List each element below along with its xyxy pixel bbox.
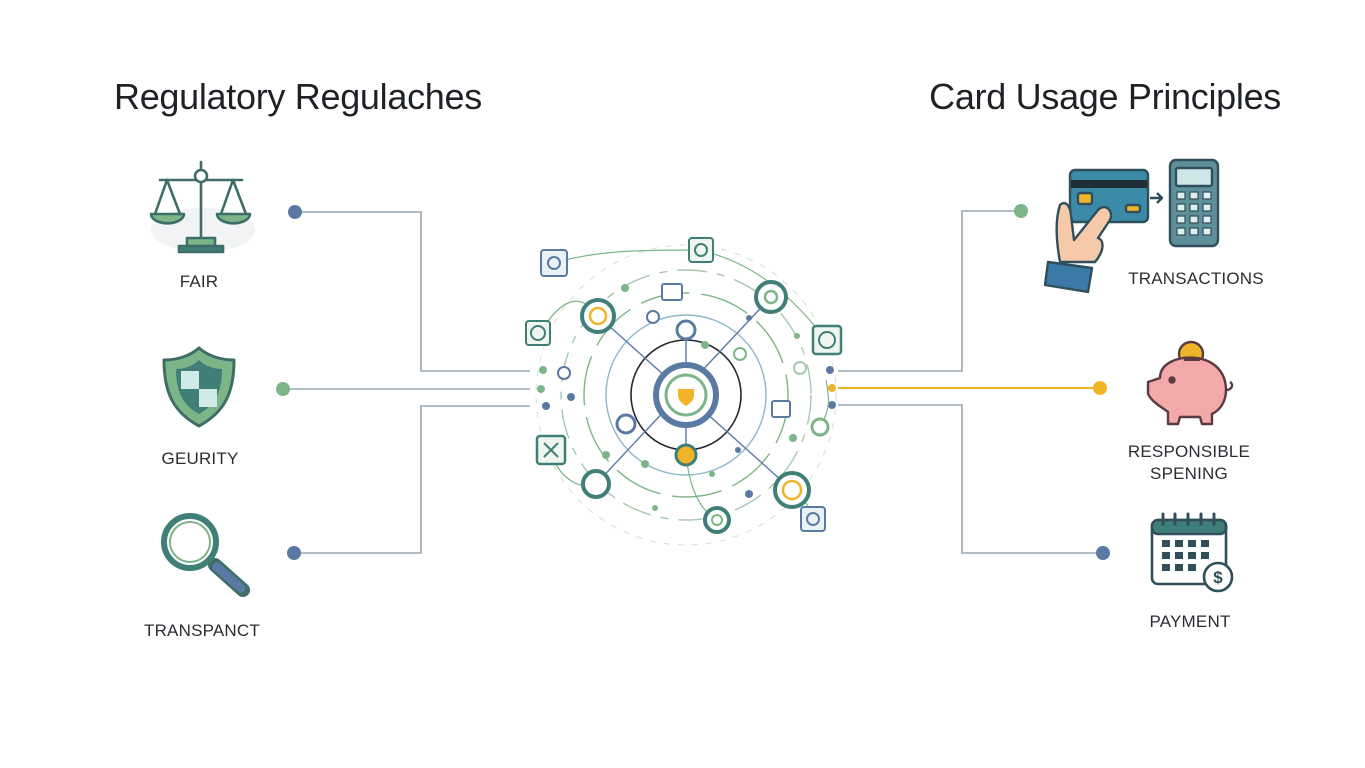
connector-transparency (294, 405, 530, 554)
hub-shield-icon (678, 389, 694, 406)
node-dot-security (276, 382, 290, 396)
connector-fair (296, 211, 530, 372)
label-fair: FAIR (179, 272, 219, 291)
calendar-payment-icon: $ (1150, 512, 1234, 593)
label-payment: PAYMENT (1149, 612, 1231, 631)
left-panel-title: Regulatory Regulaches (114, 76, 482, 117)
ring-nodes (557, 280, 830, 534)
scales-icon (149, 160, 255, 254)
node-dot-transactions (1014, 204, 1028, 218)
label-responsible-line1: RESPONSIBLE (1127, 442, 1251, 461)
node-dot-responsible (1093, 381, 1107, 395)
svg-text:$: $ (1213, 568, 1223, 587)
hub-rings (535, 244, 837, 546)
piggy-bank-icon (1146, 340, 1234, 426)
square-badges (525, 237, 843, 532)
label-transparency: TRANSPANCT (144, 621, 260, 640)
connector-payment (838, 404, 1103, 554)
node-dot-transparency (287, 546, 301, 560)
node-dot-payment (1096, 546, 1110, 560)
label-transactions: TRANSACTIONS (1128, 269, 1264, 288)
label-responsible-line2: SPENING (1150, 464, 1228, 483)
connector-transactions (838, 210, 1021, 372)
right-panel-title: Card Usage Principles (929, 76, 1281, 117)
node-dot-fair (288, 205, 302, 219)
magnifier-icon (161, 513, 250, 597)
label-security: GEURITY (161, 449, 239, 468)
shield-icon (162, 346, 236, 428)
card-terminal-icon (1043, 158, 1220, 294)
label-responsible-spending: RESPONSIBLE SPENING (1089, 441, 1289, 485)
